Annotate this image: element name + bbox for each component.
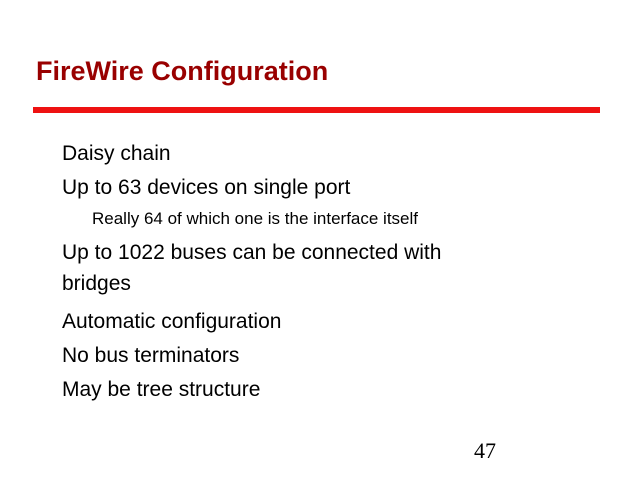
bullet-buses-continuation: bridges	[62, 272, 131, 295]
bullet-tree-structure: May be tree structure	[62, 378, 261, 401]
bullet-automatic-configuration: Automatic configuration	[62, 310, 282, 333]
bullet-no-terminators: No bus terminators	[62, 344, 240, 367]
bullet-buses-connected: Up to 1022 buses can be connected with	[62, 241, 442, 264]
bullet-devices-per-port: Up to 63 devices on single port	[62, 176, 351, 199]
title-divider	[33, 107, 600, 113]
page-number: 47	[474, 438, 496, 463]
sub-bullet-interface-note: Really 64 of which one is the interface …	[92, 209, 419, 228]
bullet-daisy-chain: Daisy chain	[62, 142, 171, 165]
slide-title: FireWire Configuration	[36, 56, 329, 86]
